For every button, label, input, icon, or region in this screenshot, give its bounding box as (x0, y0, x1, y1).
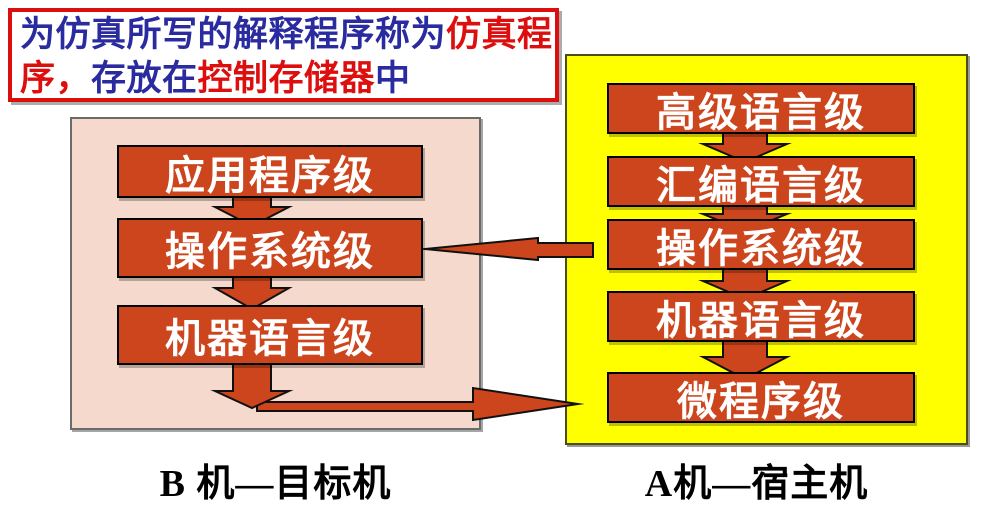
level-box-a-high-level-language: 高级语言级 (607, 83, 915, 135)
machine-a-label: A机—宿主机 (644, 463, 869, 505)
level-box-a-os: 操作系统级 (607, 219, 915, 271)
level-box-b-os: 操作系统级 (117, 218, 423, 278)
level-box-a-machine-language: 机器语言级 (607, 291, 915, 343)
note-text-segment: 中 (375, 59, 411, 98)
note-line-1: 为仿真所写的解释程序称为仿真程 (20, 13, 553, 57)
machine-b-label: B 机—目标机 (159, 463, 392, 505)
note-text-segment: 存放在 (91, 59, 198, 98)
note-box: 为仿真所写的解释程序称为仿真程 序，存放在控制存储器中 (8, 8, 559, 102)
note-text-segment: 控制存储器 (197, 59, 376, 98)
level-box-a-microprogram: 微程序级 (607, 372, 915, 424)
level-box-a-assembly-language: 汇编语言级 (607, 156, 915, 208)
note-text-segment: 序， (20, 59, 92, 98)
note-text-segment: 仿真程 (446, 15, 553, 54)
note-line-2: 序，存放在控制存储器中 (20, 57, 551, 101)
note-text-segment: 为仿真所写的解释程序称为 (20, 15, 447, 54)
level-box-b-machine-language: 机器语言级 (117, 305, 423, 365)
level-box-b-application: 应用程序级 (117, 145, 423, 198)
